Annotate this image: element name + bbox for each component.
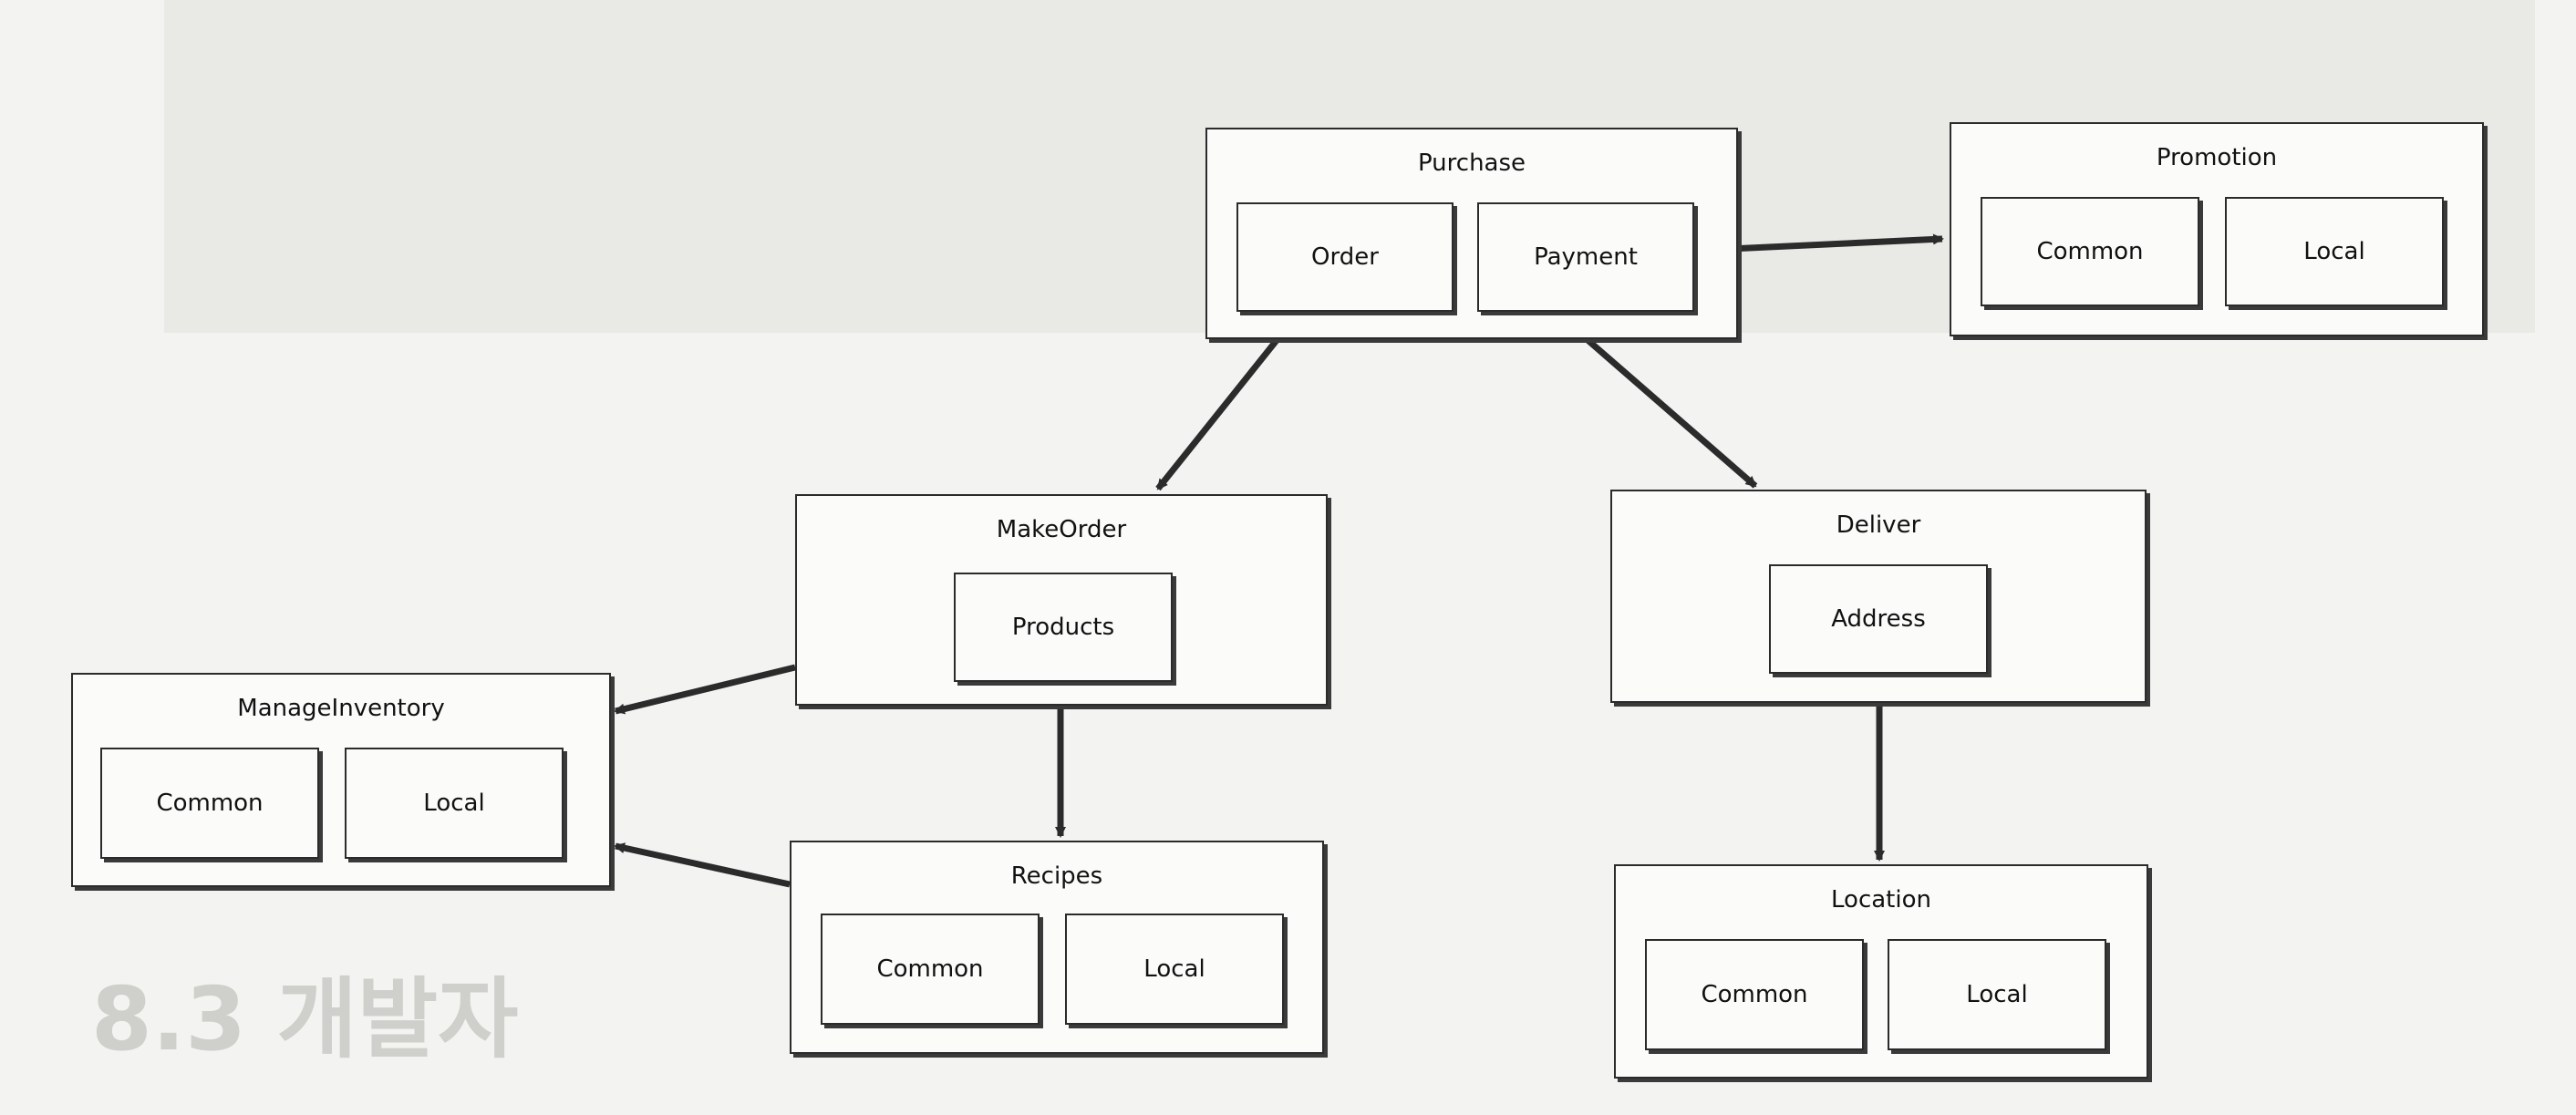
arrow-order-to-makeorder bbox=[1155, 309, 1302, 491]
module-recipes: Recipes Common Local bbox=[790, 841, 1324, 1054]
submodule-local: Local bbox=[1065, 914, 1284, 1025]
submodule-common: Common bbox=[1645, 939, 1864, 1050]
background-heading: 8.3 개발자 bbox=[91, 968, 519, 1070]
module-title: ManageInventory bbox=[237, 695, 445, 722]
submodule-products: Products bbox=[954, 573, 1173, 682]
module-title: MakeOrder bbox=[996, 516, 1127, 543]
module-deliver: Deliver Address bbox=[1610, 490, 2147, 703]
module-manageinventory: ManageInventory Common Local bbox=[71, 673, 611, 887]
module-title: Location bbox=[1831, 886, 1931, 914]
submodule-local: Local bbox=[2225, 197, 2444, 306]
arrow-purchase-to-deliver bbox=[1584, 336, 1758, 489]
module-title: Purchase bbox=[1417, 150, 1526, 177]
module-title: Promotion bbox=[2156, 144, 2278, 171]
arrow-recipes-to-manageinventory bbox=[614, 842, 791, 888]
arrow-makeorder-to-manageinventory bbox=[614, 664, 796, 715]
submodule-local: Local bbox=[1888, 939, 2106, 1050]
submodule-local: Local bbox=[345, 748, 564, 859]
module-purchase: Purchase Order Payment bbox=[1205, 128, 1738, 339]
module-promotion: Promotion Common Local bbox=[1950, 122, 2484, 336]
submodule-order: Order bbox=[1236, 202, 1454, 312]
submodule-address: Address bbox=[1769, 564, 1988, 674]
submodule-payment: Payment bbox=[1477, 202, 1694, 312]
module-makeorder: MakeOrder Products bbox=[795, 494, 1328, 706]
module-title: Recipes bbox=[1010, 862, 1103, 890]
module-title: Deliver bbox=[1836, 511, 1921, 539]
module-location: Location Common Local bbox=[1614, 864, 2148, 1079]
submodule-common: Common bbox=[1981, 197, 2199, 306]
submodule-common: Common bbox=[821, 914, 1040, 1025]
submodule-common: Common bbox=[100, 748, 319, 859]
